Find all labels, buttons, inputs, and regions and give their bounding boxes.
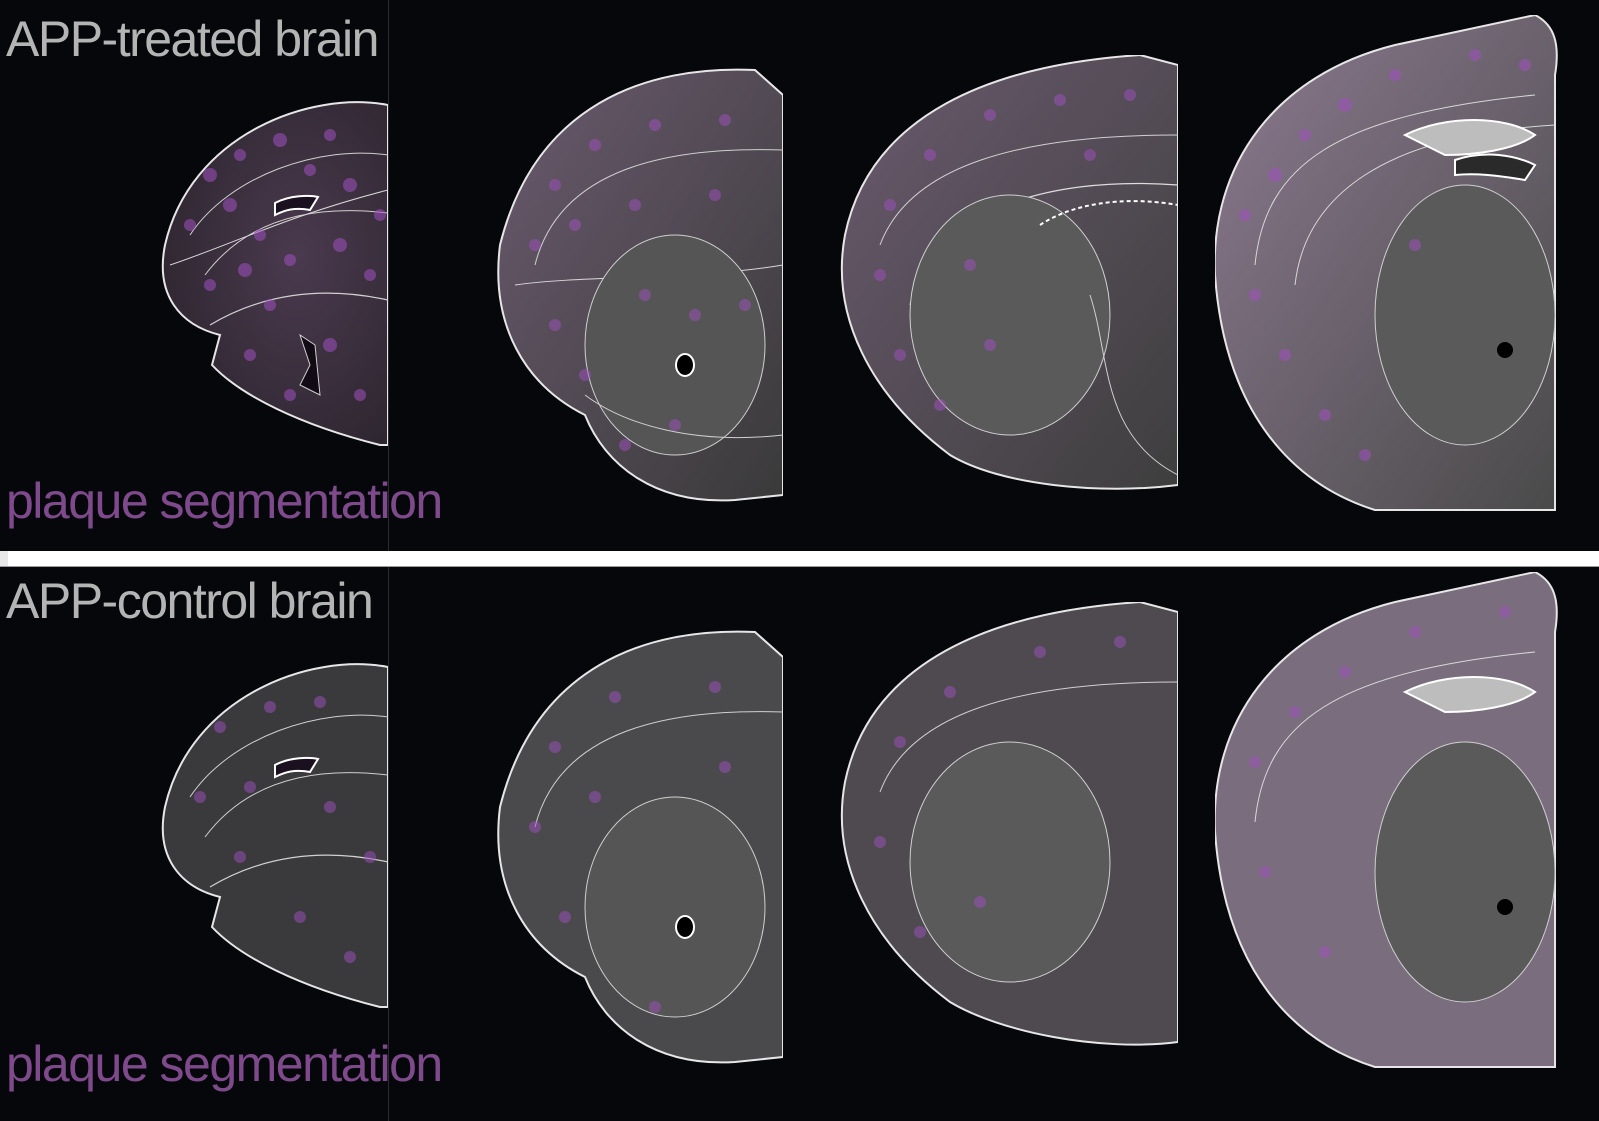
- row-title: APP-control brain: [6, 573, 374, 629]
- brain-section-3: [840, 55, 1178, 495]
- panel-edge-line: [388, 0, 389, 551]
- row-app-control: APP-control brain: [0, 567, 1599, 1121]
- row-app-treated: APP-treated brain: [0, 0, 1599, 551]
- panel-edge-line: [388, 567, 389, 1121]
- row-title: APP-treated brain: [6, 11, 379, 67]
- row-caption: plaque segmentation: [6, 1036, 443, 1092]
- brain-section-4: [1215, 572, 1575, 1072]
- row-divider: [0, 551, 1599, 567]
- brain-section-4: [1215, 15, 1575, 515]
- brain-section-1: [150, 95, 388, 450]
- brain-section-2: [495, 627, 783, 1072]
- brain-section-2: [495, 65, 783, 510]
- row-caption: plaque segmentation: [6, 473, 443, 529]
- brain-section-3: [840, 602, 1178, 1052]
- brain-section-1: [150, 657, 388, 1012]
